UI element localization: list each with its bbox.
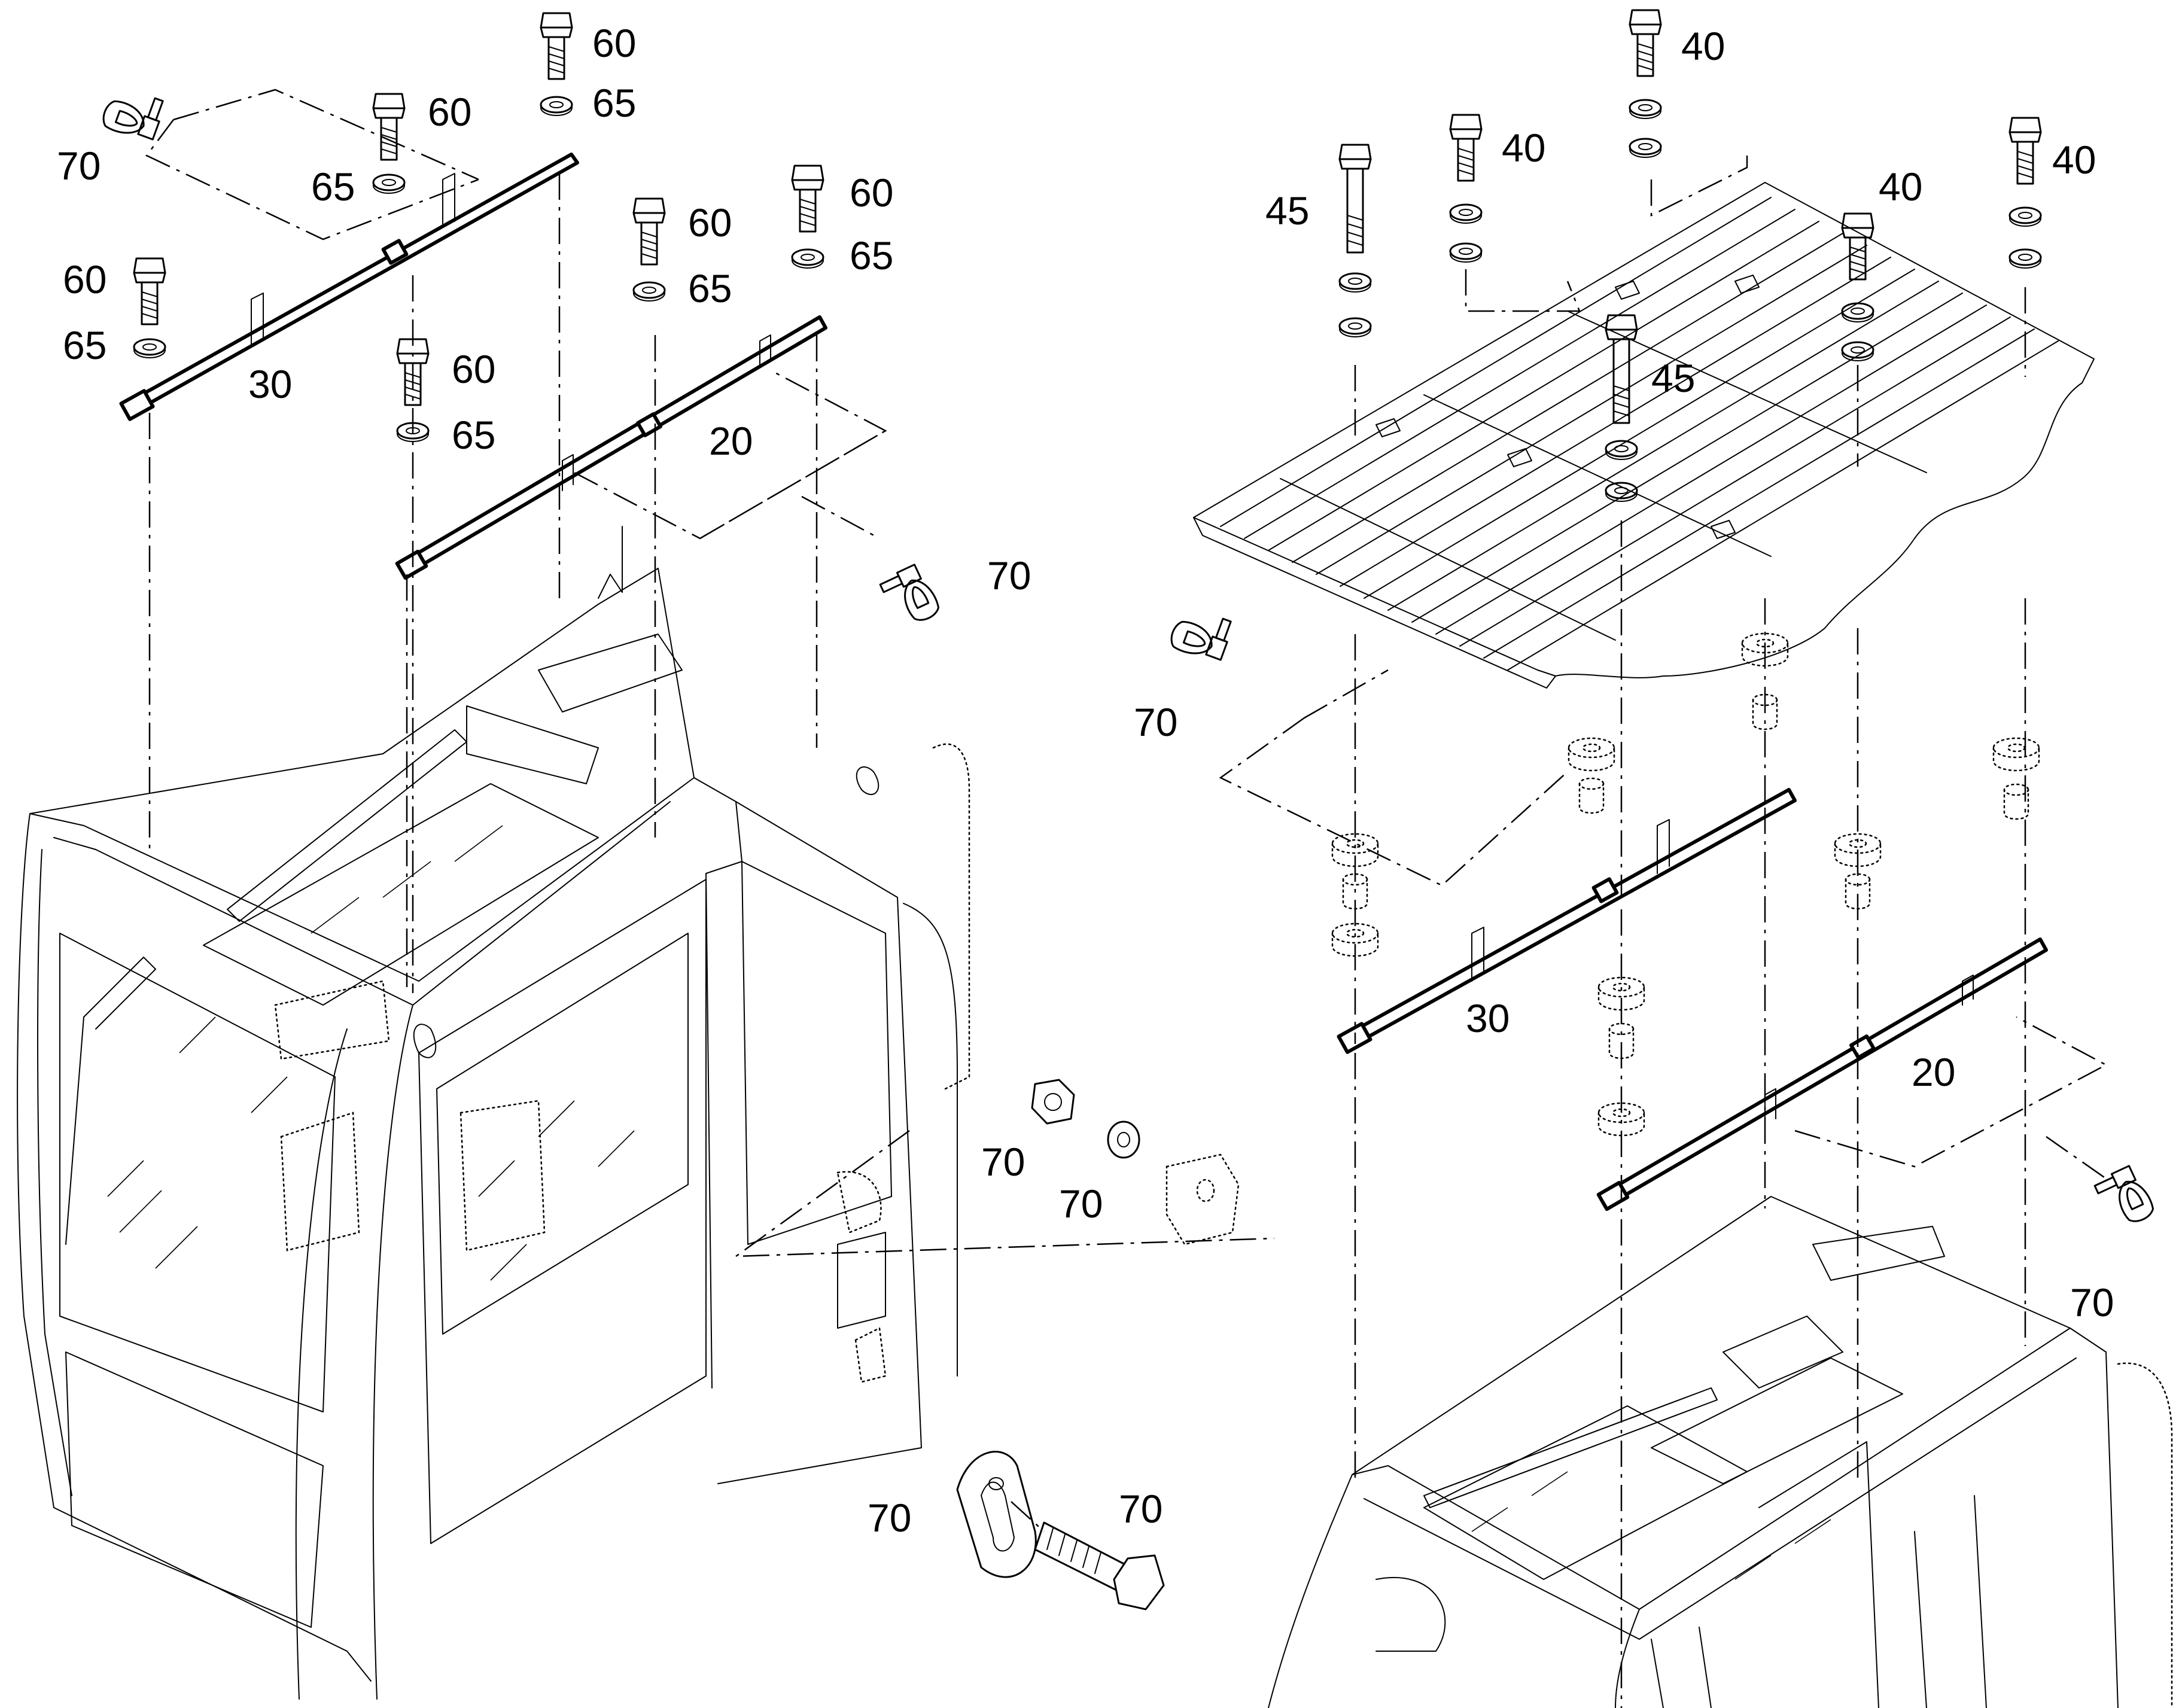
right-washer-c1: [1338, 272, 1372, 293]
callout-left-60-a: 60: [428, 90, 471, 134]
callout-left-60-e: 60: [688, 200, 732, 245]
callout-right-40-b: 40: [1502, 126, 1545, 170]
left-cab-roof: [29, 568, 695, 982]
right-washer-e1: [2008, 206, 2042, 227]
left-bolt-60-a: [133, 257, 166, 325]
right-wiper-arm: [1423, 1387, 1718, 1508]
detail-washer-70: [1107, 1121, 1140, 1159]
left-plate-20: [395, 315, 827, 580]
right-washer-d1: [1841, 302, 1874, 323]
callout-detail-70-c: 70: [868, 1496, 911, 1540]
callout-left-30: 30: [248, 362, 292, 406]
callout-left-60-b: 60: [592, 21, 636, 65]
left-cab-skylight: [203, 783, 599, 1006]
callout-left-60-c: 60: [63, 257, 106, 302]
callout-left-65-e: 65: [688, 266, 732, 310]
detail-hook-70: [956, 1451, 1037, 1578]
left-wiper-arm: [227, 729, 467, 922]
callout-left-65-a: 65: [311, 165, 355, 209]
callout-right-20: 20: [1912, 1050, 1955, 1094]
detail-parts: [956, 1079, 1240, 1610]
left-washer-65-a: [133, 338, 166, 359]
left-eyebolt-70-a: [99, 83, 168, 145]
callout-detail-70-b: 70: [1059, 1182, 1103, 1226]
right-washer-d2: [1841, 341, 1874, 362]
left-eyebolt-70-b: [878, 561, 943, 632]
left-wiper-motor: [466, 705, 599, 784]
left-cab-windshield: [59, 933, 336, 1412]
right-washer-f1: [1605, 440, 1638, 461]
callout-left-65-c: 65: [63, 323, 106, 367]
callout-left-65-f: 65: [850, 233, 893, 278]
left-cab-assembly: [17, 526, 970, 1700]
callout-left-70-a: 70: [57, 144, 101, 188]
right-washer-b2: [1629, 138, 1662, 159]
detail-nut-70: [1031, 1079, 1075, 1125]
right-washer-c2: [1338, 317, 1372, 338]
right-guard-grille: [1193, 182, 2095, 689]
right-bolt-40-b: [1629, 9, 1662, 77]
left-cab-door: [418, 879, 707, 1544]
callout-right-40-a: 40: [1681, 24, 1725, 68]
detail-spacer-70: [1165, 1153, 1240, 1246]
right-eyebolt-70-b: [2092, 1162, 2157, 1233]
callout-right-45-a: 45: [1265, 188, 1309, 233]
right-mount-3: [1992, 737, 2040, 772]
callout-left-70-b: 70: [987, 553, 1031, 598]
right-bolt-45-a: [1338, 144, 1372, 254]
right-washer-a2: [1449, 242, 1483, 263]
right-bolt-40-c: [1841, 212, 1874, 281]
left-bolt-60-b: [372, 93, 406, 161]
callout-detail-70-d: 70: [1119, 1487, 1162, 1531]
right-bolt-45-b: [1605, 314, 1638, 424]
callout-left-65-d: 65: [452, 413, 495, 457]
right-sleeve-2: [1578, 777, 1605, 814]
left-cab-door-window: [436, 933, 689, 1335]
callout-right-40-d: 40: [2052, 138, 2096, 182]
right-mount-2: [1568, 737, 1615, 772]
callout-left-60-f: 60: [850, 171, 893, 215]
left-bolt-60-d: [632, 197, 666, 266]
left-washer-65-c: [540, 96, 573, 117]
callout-left-60-d: 60: [452, 347, 495, 391]
callout-right-30: 30: [1466, 996, 1510, 1040]
right-washer-a1: [1449, 203, 1483, 224]
right-cab-assembly: [1268, 1196, 2173, 1708]
callout-right-45-b: 45: [1651, 356, 1695, 400]
right-washer-b1: [1629, 99, 1662, 120]
callout-right-70-b: 70: [2070, 1280, 2114, 1325]
right-eyebolt-70-a: [1167, 603, 1235, 666]
callout-left-65-b: 65: [592, 81, 636, 125]
left-bolt-60-e: [791, 165, 824, 233]
callout-right-70-a: 70: [1134, 700, 1177, 744]
right-wiper-motor: [1722, 1316, 1843, 1389]
left-washer-65-b: [372, 173, 406, 194]
callout-left-20: 20: [709, 419, 753, 463]
right-plate-30: [1337, 788, 1797, 1054]
callout-right-40-c: 40: [1879, 165, 1922, 209]
right-bolt-40-d: [2008, 117, 2042, 185]
left-washer-65-e: [791, 248, 824, 269]
left-washer-65-d: [632, 281, 666, 302]
right-plate-20: [1596, 937, 2048, 1211]
left-plate-30: [119, 153, 579, 421]
right-washer-e2: [2008, 248, 2042, 269]
callout-detail-70-a: 70: [981, 1140, 1025, 1184]
right-bolt-40-a: [1449, 114, 1483, 182]
left-bolt-60-c: [540, 12, 573, 80]
